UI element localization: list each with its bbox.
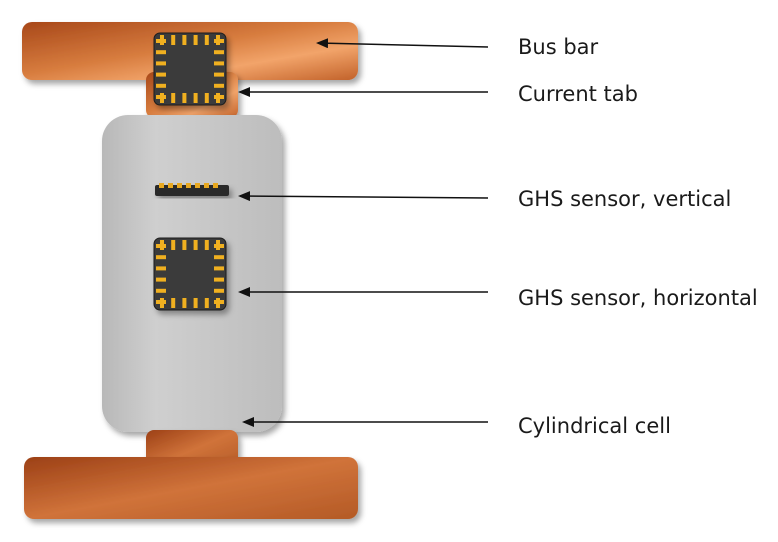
chip-pad — [214, 300, 224, 304]
chip-pad — [214, 288, 224, 293]
chip-pad — [156, 39, 166, 43]
label-current-tab: Current tab — [518, 82, 638, 106]
chip-pad — [171, 298, 176, 308]
chip-pad — [182, 298, 187, 308]
chip-pad — [182, 240, 187, 250]
chip-pad — [171, 240, 176, 250]
chip-pad — [156, 266, 166, 271]
chip-pad — [193, 35, 198, 45]
chip-pad — [216, 35, 220, 45]
label-bus-bar: Bus bar — [518, 35, 599, 59]
chip-pad — [156, 288, 166, 293]
chip-pad — [214, 277, 224, 282]
chip-pad — [182, 35, 187, 45]
bus-bar-bottom — [24, 457, 358, 519]
chip-pad — [156, 61, 166, 66]
chip-pad — [214, 61, 224, 66]
chip-pad — [156, 300, 166, 304]
chip-pad — [193, 93, 198, 103]
ghs-sensor-horizontal — [153, 237, 227, 311]
chip-pad — [214, 83, 224, 88]
label-sensor-vertical: GHS sensor, vertical — [518, 187, 732, 211]
chip-pad — [204, 93, 209, 103]
chip-pad — [214, 72, 224, 77]
chip-pad — [214, 266, 224, 271]
chip-pad — [171, 93, 176, 103]
chip-pad — [182, 93, 187, 103]
ghs-sensor-chip-busbar — [153, 32, 227, 106]
chip-pad — [156, 255, 166, 260]
chip-pad — [214, 50, 224, 55]
label-cylindrical-cell: Cylindrical cell — [518, 414, 671, 438]
chip-pad — [204, 240, 209, 250]
chip-pad — [204, 298, 209, 308]
chip-pad — [156, 72, 166, 77]
arrow-bus-bar — [316, 38, 489, 49]
arrow-sensor-vertical — [238, 191, 489, 202]
chip-pad — [156, 95, 166, 99]
arrows — [238, 38, 489, 427]
label-sensor-horizontal: GHS sensor, horizontal — [518, 286, 758, 310]
chip-pad — [214, 255, 224, 260]
chip-pad — [216, 240, 220, 250]
chip-pad — [171, 35, 176, 45]
chip-pad — [193, 240, 198, 250]
chip-pad — [204, 35, 209, 45]
chip-pad — [156, 83, 166, 88]
chip-pad — [156, 50, 166, 55]
chip-pad — [214, 95, 224, 99]
chip-pad — [193, 298, 198, 308]
chip-pad — [156, 244, 166, 248]
ghs-sensor-vertical — [155, 183, 229, 196]
chip-pad — [156, 277, 166, 282]
